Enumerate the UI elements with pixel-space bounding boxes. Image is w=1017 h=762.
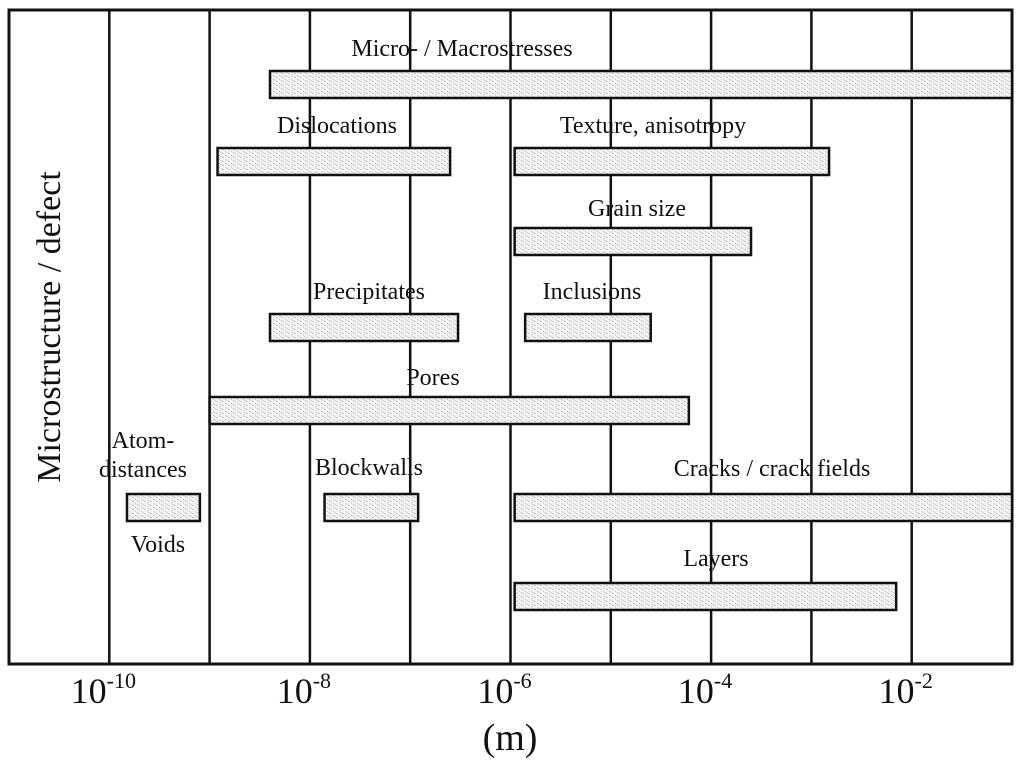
bar-label: Blockwalls: [315, 455, 423, 481]
x-tick-label: 10-2: [879, 668, 933, 711]
bar-label: Layers: [683, 546, 748, 572]
bar-label: Voids: [131, 532, 185, 558]
bar-label: Inclusions: [543, 279, 642, 305]
bar-label: Micro- / Macrostresses: [351, 36, 572, 62]
x-tick-label: 10-10: [71, 668, 136, 711]
range-bars: [125, 69, 1014, 612]
x-tick-label: 10-4: [678, 668, 732, 711]
x-tick-label: 10-6: [477, 668, 531, 711]
plot-frame: [7, 8, 1014, 666]
bar-label: Atom-distances: [99, 428, 187, 483]
range-bar: [125, 492, 202, 523]
range-bar: [513, 146, 831, 177]
bar-label: Pores: [406, 365, 459, 391]
bar-label: Precipitates: [313, 279, 425, 305]
x-tick-labels: 10-10 10-8 10-6 10-4 10-2: [71, 668, 933, 711]
range-bar: [513, 581, 898, 612]
range-bar: [268, 69, 1014, 100]
range-bar: [208, 395, 691, 426]
y-axis-label: Microstructure / defect: [31, 171, 68, 483]
range-bar: [513, 492, 1014, 523]
bar-label: Dislocations: [277, 113, 397, 139]
range-bar: [216, 146, 452, 177]
range-bar: [323, 492, 420, 523]
range-bar: [513, 226, 753, 257]
bar-label: Grain size: [588, 196, 686, 222]
range-bar: [523, 312, 652, 343]
bar-label: Texture, anisotropy: [560, 113, 746, 139]
vertical-gridlines: [108, 10, 913, 664]
range-bar: [268, 312, 460, 343]
bar-label: Cracks / crack fields: [674, 456, 871, 482]
x-axis-label: (m): [483, 717, 538, 759]
x-tick-label: 10-8: [277, 668, 331, 711]
